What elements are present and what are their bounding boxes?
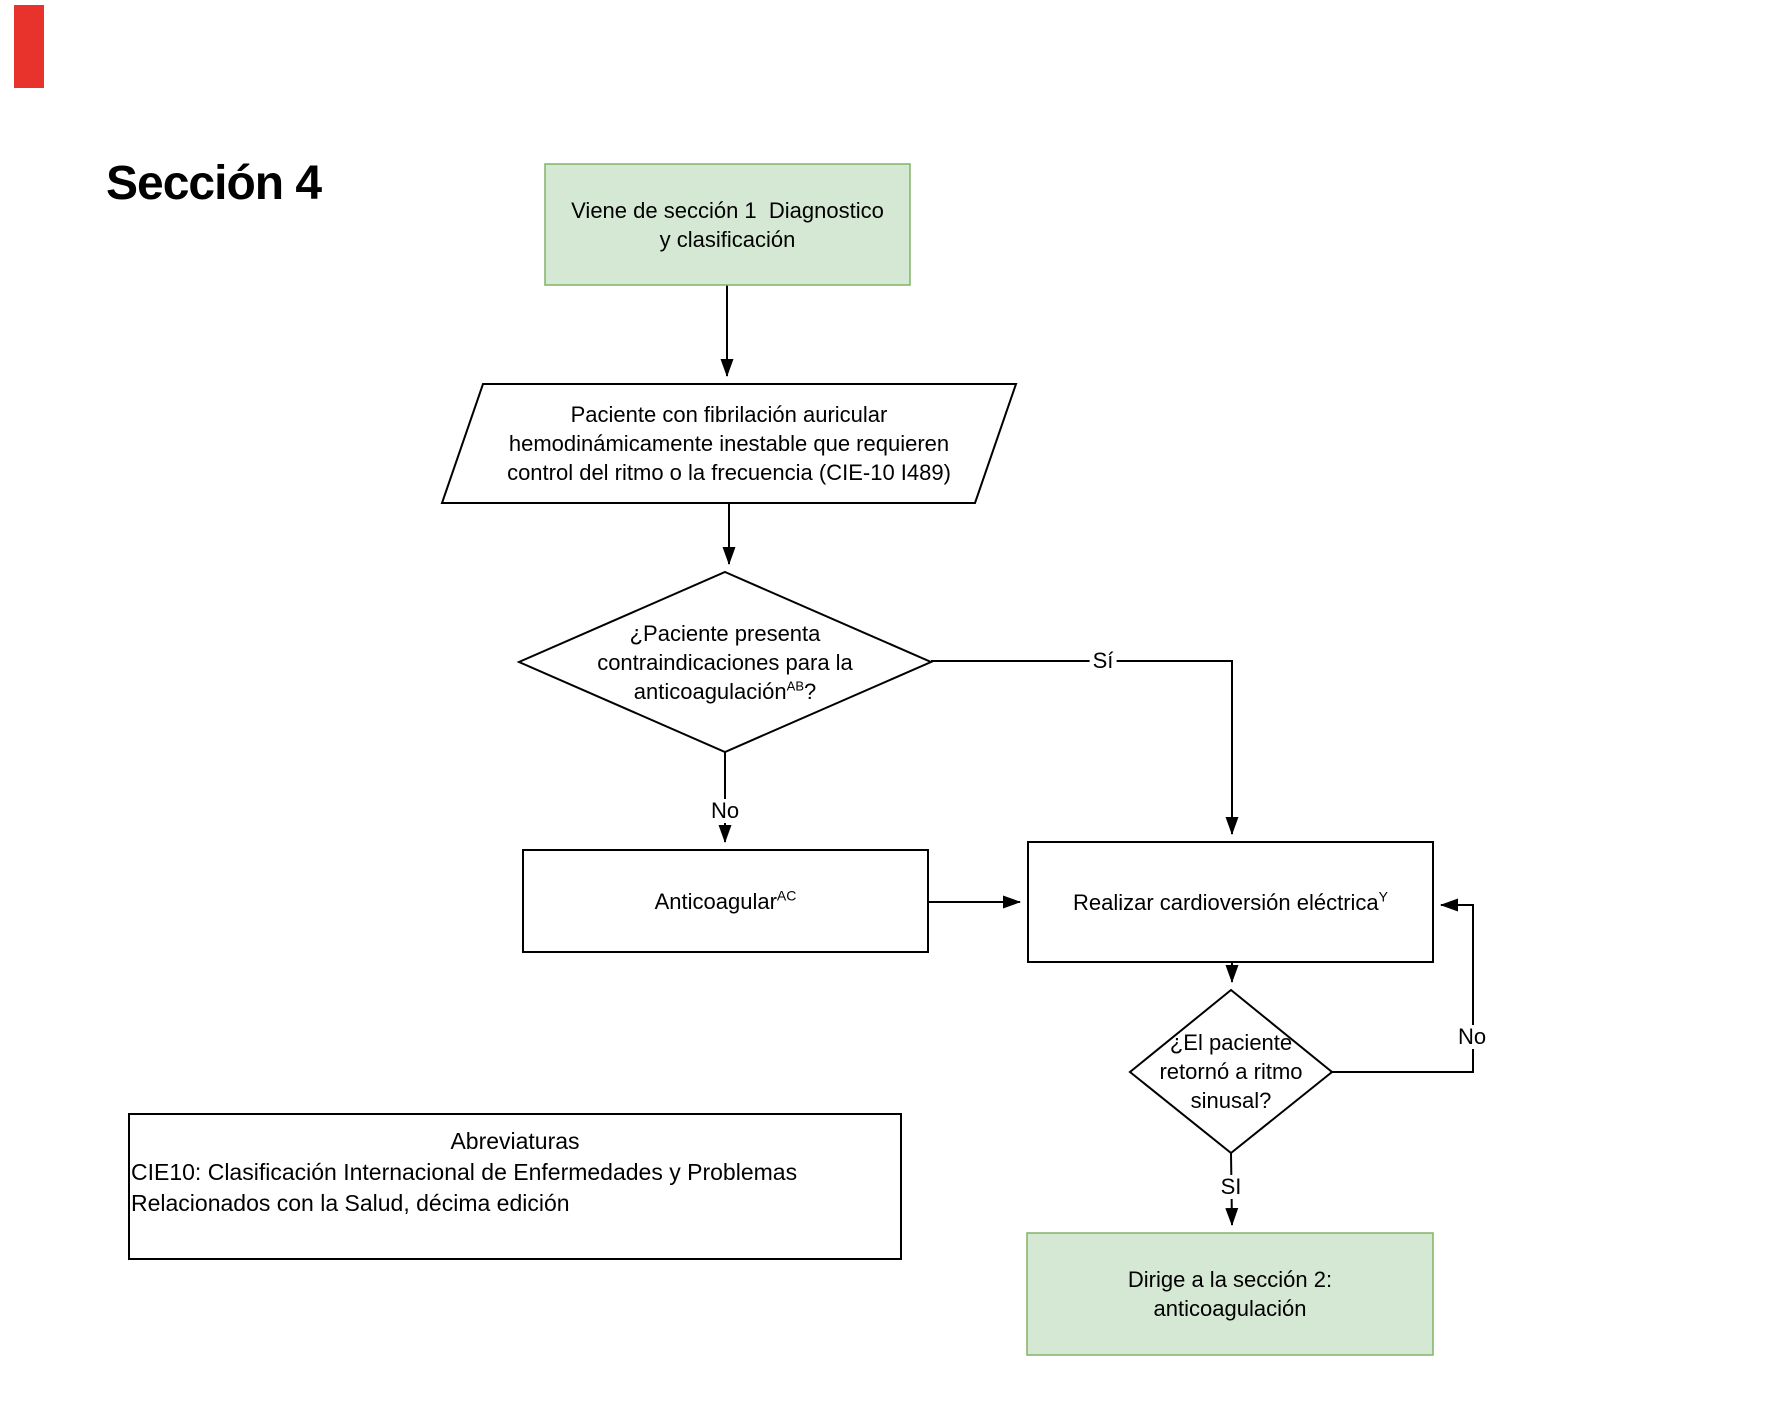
connector-yes-to-cardioversion — [931, 660, 1239, 835]
patient-parallelogram-shape — [440, 383, 1018, 504]
red-corner-marker — [14, 5, 44, 88]
decision2-diamond-shape — [1128, 988, 1334, 1155]
start-node-shape — [544, 163, 911, 286]
cardioversion-node-shape — [1027, 841, 1434, 963]
edge-label-si: SI — [1217, 1175, 1245, 1199]
abbreviations-box: Abreviaturas CIE10: Clasificación Intern… — [129, 1114, 901, 1259]
anticoagulate-node-shape — [522, 849, 929, 953]
end-node-shape — [1026, 1232, 1434, 1356]
abbreviations-title: Abreviaturas — [450, 1128, 580, 1154]
page-title: Sección 4 — [106, 157, 322, 210]
edge-label-yes: Sí — [1089, 649, 1117, 673]
connector-no-loop-to-cardioversion — [1332, 898, 1474, 1073]
edge-label-no1: No — [707, 799, 743, 823]
edge-label-no2: No — [1454, 1025, 1490, 1049]
decision1-diamond-shape — [516, 570, 934, 754]
abbreviations-box-shape — [128, 1113, 902, 1260]
